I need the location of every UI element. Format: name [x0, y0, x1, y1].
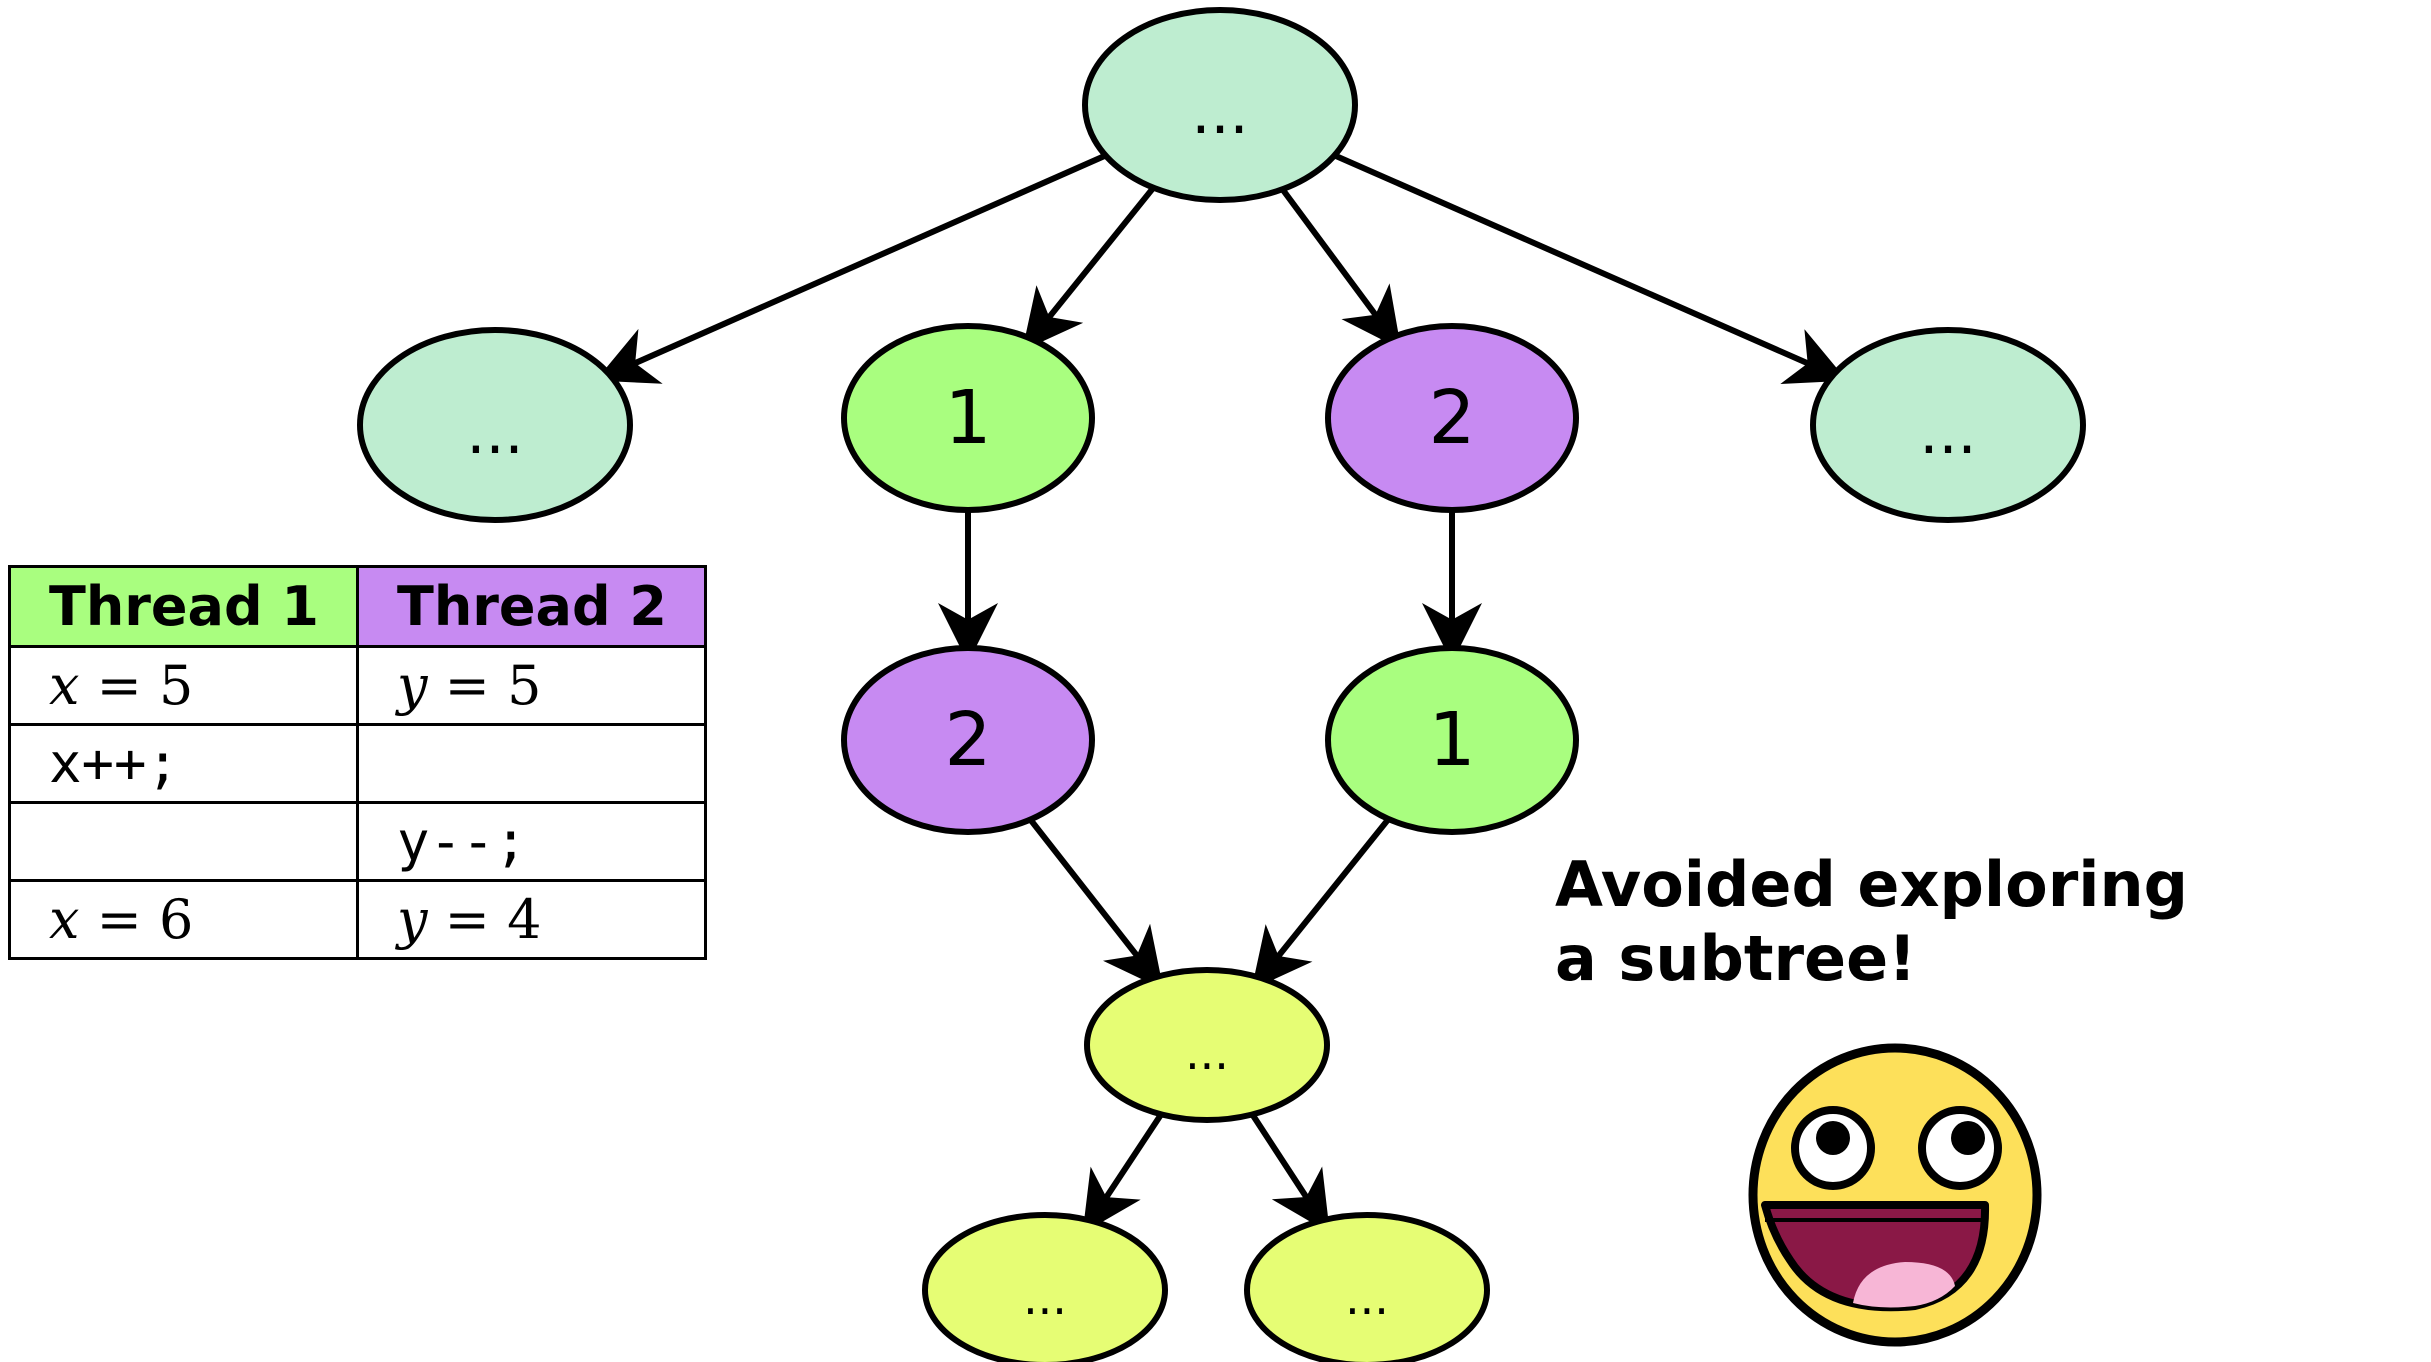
node-shape — [1325, 323, 1579, 513]
value: = 5 — [427, 654, 542, 717]
table-cell — [8, 801, 359, 882]
smiley-face-icon — [1748, 1043, 2042, 1347]
node-shape — [841, 645, 1095, 835]
node-label: ... — [466, 398, 523, 468]
table-row: x = 5 y = 5 — [8, 645, 707, 726]
node-label: ... — [1191, 78, 1248, 148]
tree-node-merged-left: ... — [922, 1212, 1168, 1362]
tree-node-t1-first: 1 — [841, 323, 1095, 513]
node-shape — [357, 327, 633, 523]
edge-merged-to-merged-left — [1082, 1112, 1164, 1234]
node-label: 2 — [1428, 375, 1475, 461]
tree-node-right: ... — [1810, 327, 2086, 523]
edge-root-to-t2-first — [1280, 187, 1402, 350]
node-shape — [841, 323, 1095, 513]
tree-node-left: ... — [357, 327, 633, 523]
node-label: 1 — [1428, 697, 1475, 783]
tree-edges — [595, 152, 1848, 1234]
node-shape — [1325, 645, 1579, 835]
right-pupil — [1951, 1121, 1985, 1155]
value: = 6 — [79, 888, 194, 951]
node-shape — [1084, 967, 1330, 1123]
node-label: 1 — [944, 375, 991, 461]
caption-line-2: a subtree! — [1555, 922, 1917, 995]
variable: x — [49, 654, 80, 717]
edge-t2-second-to-merged — [1027, 817, 1164, 990]
table-row: x++; — [8, 723, 707, 804]
edge-t1-second-to-merged — [1251, 817, 1391, 990]
thread-1-header: Thread 1 — [8, 565, 359, 648]
caption: Avoided exploring a subtree! — [1555, 848, 2188, 996]
node-shape — [1082, 7, 1358, 203]
thread-2-header: Thread 2 — [356, 565, 707, 648]
tree-node-merged: ... — [1084, 967, 1330, 1123]
table-cell: y = 4 — [356, 879, 707, 960]
table-cell: y = 5 — [356, 645, 707, 726]
node-shape — [1244, 1212, 1490, 1362]
table-cell: x++; — [8, 723, 359, 804]
table-row: y--; — [8, 801, 707, 882]
tree-nodes: ...... 1 2... 2 1......... — [357, 7, 2086, 1362]
node-shape — [1810, 327, 2086, 523]
node-label: ... — [1185, 1026, 1229, 1080]
tree-node-root: ... — [1082, 7, 1358, 203]
tongue — [1853, 1262, 1955, 1308]
table-cell: x = 5 — [8, 645, 359, 726]
tree-node-t2-first: 2 — [1325, 323, 1579, 513]
table-cell — [356, 723, 707, 804]
table-row: x = 6 y = 4 — [8, 879, 707, 960]
thread-table: Thread 1 Thread 2 x = 5 y = 5 x++; y--; … — [8, 565, 707, 960]
node-label: ... — [1919, 398, 1976, 468]
tree-node-merged-right: ... — [1244, 1212, 1490, 1362]
edge-root-to-right — [1333, 152, 1848, 385]
table-cell: y--; — [356, 801, 707, 882]
variable: x — [49, 888, 80, 951]
edge-merged-to-merged-right — [1249, 1112, 1330, 1234]
tree-node-t2-second: 2 — [841, 645, 1095, 835]
variable: y — [397, 654, 428, 717]
value: = 5 — [79, 654, 194, 717]
node-shape — [922, 1212, 1168, 1362]
table-cell: x = 6 — [8, 879, 359, 960]
edge-root-to-left — [595, 152, 1107, 384]
edge-root-to-t1-first — [1022, 185, 1156, 351]
caption-line-1: Avoided exploring — [1555, 848, 2189, 921]
variable: y — [397, 888, 428, 951]
value: = 4 — [427, 888, 542, 951]
table-header-row: Thread 1 Thread 2 — [8, 565, 707, 648]
node-label: ... — [1345, 1271, 1389, 1325]
node-label: 2 — [944, 697, 991, 783]
node-label: ... — [1023, 1271, 1067, 1325]
left-pupil — [1816, 1121, 1850, 1155]
tree-node-t1-second: 1 — [1325, 645, 1579, 835]
